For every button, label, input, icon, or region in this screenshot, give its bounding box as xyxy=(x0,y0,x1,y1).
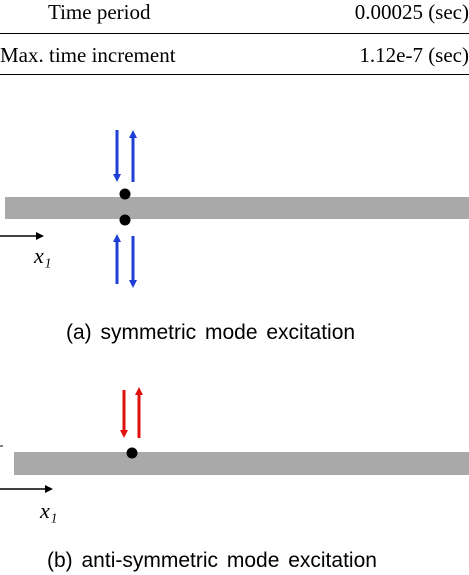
table-bottom-rule xyxy=(0,74,469,75)
table-row-1-value: 0.00025 (sec) xyxy=(354,0,469,24)
point-a-top xyxy=(119,188,131,200)
caption-b: (b) anti-symmetric mode excitation xyxy=(47,549,377,572)
table-row-2-value: 1.12e-7 (sec) xyxy=(359,43,469,67)
table-row-2-label: Max. time increment xyxy=(0,43,176,67)
point-a-bottom xyxy=(119,214,131,226)
axis-label-b: x₁ xyxy=(40,498,58,523)
axis-label-a: x₁ xyxy=(34,243,52,268)
point-b xyxy=(126,447,138,459)
table-rule xyxy=(0,33,469,34)
plate-a xyxy=(5,197,469,219)
caption-a: (a) symmetric mode excitation xyxy=(66,321,356,344)
plate-b xyxy=(14,452,469,475)
table-row-1-label: Time period xyxy=(48,0,151,24)
